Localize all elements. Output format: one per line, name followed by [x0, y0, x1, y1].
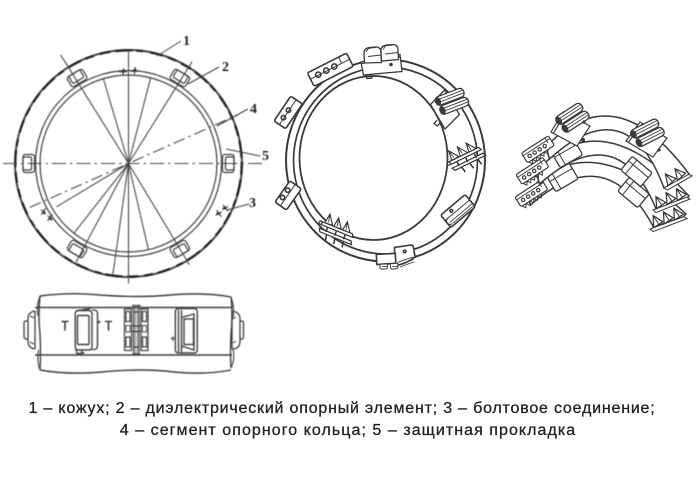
svg-text:5: 5	[262, 149, 269, 164]
svg-text:1: 1	[183, 34, 190, 49]
svg-text:3: 3	[249, 196, 256, 211]
svg-text:4: 4	[250, 102, 257, 117]
svg-text:2: 2	[222, 60, 229, 75]
